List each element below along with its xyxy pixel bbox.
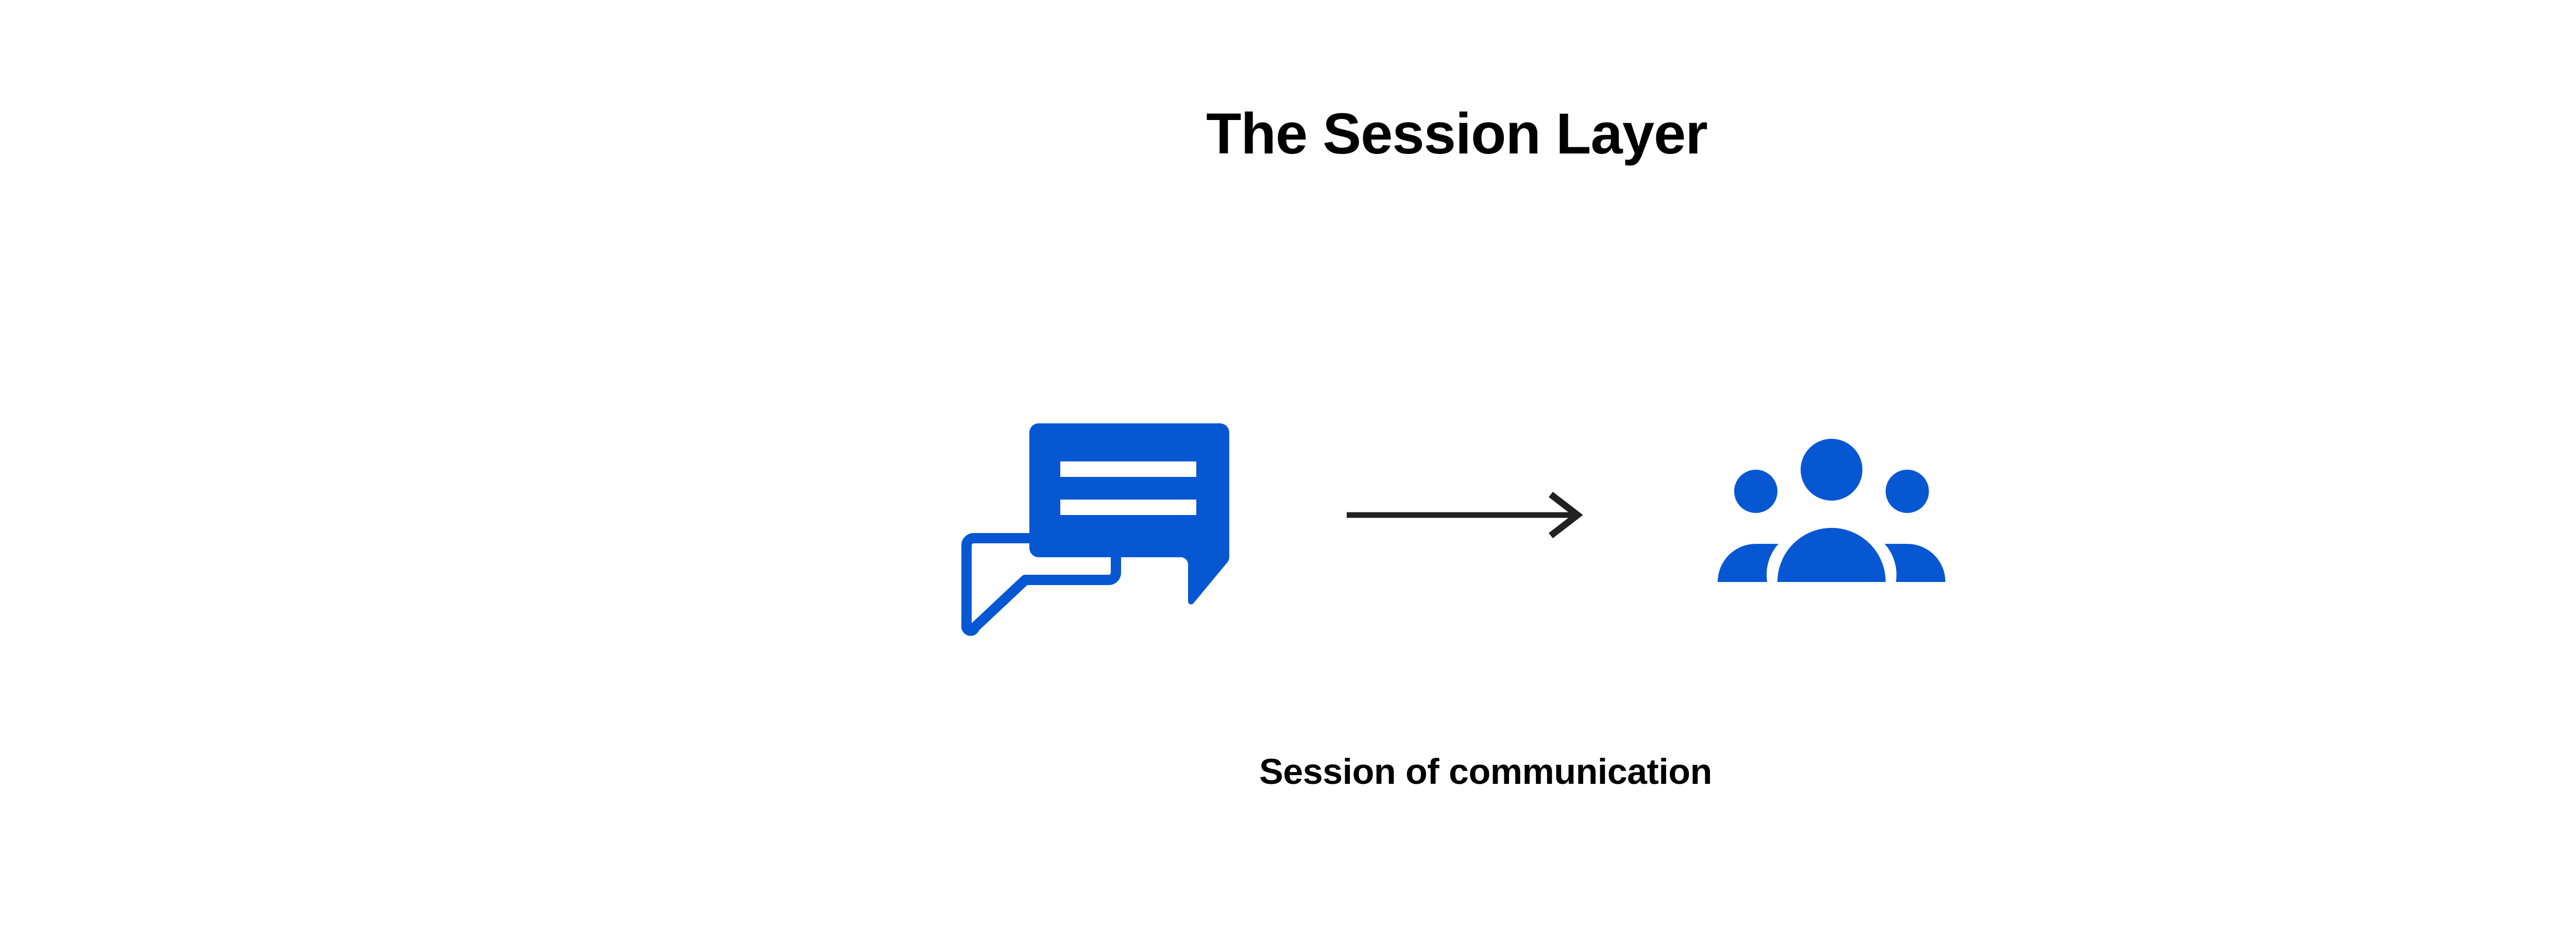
person-left-body <box>1718 544 1778 582</box>
diagram-caption: Session of communication <box>0 749 2576 794</box>
diagram-caption-text: Session of communication <box>1259 751 1712 792</box>
diagram-container <box>948 412 1947 636</box>
page-title-text: The Session Layer <box>1206 101 1708 166</box>
person-right-body <box>1885 544 1945 582</box>
chat-bubbles-icon <box>948 412 1236 636</box>
person-center-head <box>1801 439 1862 501</box>
chat-line-1 <box>1060 461 1196 477</box>
person-right-head <box>1886 470 1929 513</box>
arrow-right-icon <box>1345 487 1592 543</box>
chat-line-2 <box>1060 500 1196 515</box>
person-left-head <box>1734 470 1777 513</box>
page-title: The Session Layer <box>0 100 2576 167</box>
person-center-body <box>1777 528 1886 582</box>
people-group-icon <box>1716 427 1947 597</box>
